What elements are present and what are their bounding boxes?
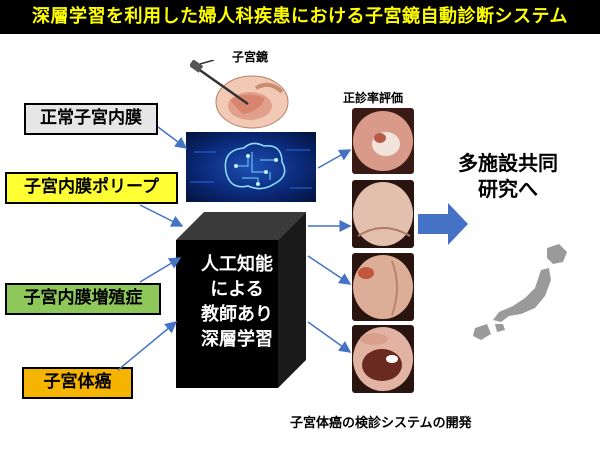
arrow-ai-to-normal xyxy=(317,149,352,169)
multicenter-line: 多施設共同 xyxy=(458,151,558,175)
ai-deep-learning-text: 人工知能 による 教師あり 深層学習 xyxy=(178,252,296,352)
label-normal-endometrium: 正常子宮内膜 xyxy=(24,103,158,135)
hysteroscopy-image-normal xyxy=(352,108,414,174)
next-step-arrow xyxy=(418,203,468,245)
hysteroscope-label: 子宮鏡 xyxy=(232,50,269,64)
ai-text-line: 人工知能 xyxy=(201,254,273,275)
arrow-ai-to-hyperplasia xyxy=(307,255,352,285)
ai-text-line: 深層学習 xyxy=(201,329,273,350)
caption: 子宮体癌の検診システムの開発 xyxy=(290,416,472,431)
hysteroscopy-image-polyp xyxy=(352,180,414,248)
label-endometrial-cancer: 子宮体癌 xyxy=(22,367,133,399)
ai-text-line: 教師あり xyxy=(201,304,273,325)
hysteroscopy-image-cancer xyxy=(352,325,414,393)
ai-brain-image xyxy=(186,132,316,202)
hysteroscope-illustration xyxy=(190,60,289,129)
multicenter-line: 研究へ xyxy=(478,177,538,201)
hysteroscopy-image-hyperplasia xyxy=(352,253,414,321)
ai-text-line: による xyxy=(210,279,264,300)
arrow-polyp-to-ai xyxy=(139,204,184,227)
arrow-hyperplasia-to-ai xyxy=(139,257,182,283)
arrow-normal-to-ai xyxy=(157,126,188,149)
multicenter-study-text: 多施設共同 研究へ xyxy=(448,150,568,202)
arrow-ai-to-cancer xyxy=(307,321,352,353)
label-endometrial-polyp: 子宮内膜ポリープ xyxy=(5,172,178,204)
label-endometrial-hyperplasia: 子宮内膜増殖症 xyxy=(5,283,161,315)
page-title: 深層学習を利用した婦人科疾患における子宮鏡自動診断システム xyxy=(0,0,600,34)
accuracy-evaluation-label: 正診率評価 xyxy=(343,91,404,105)
japan-map xyxy=(473,244,567,340)
arrow-cancer-to-ai xyxy=(117,321,178,371)
ai-black-box xyxy=(176,212,306,388)
